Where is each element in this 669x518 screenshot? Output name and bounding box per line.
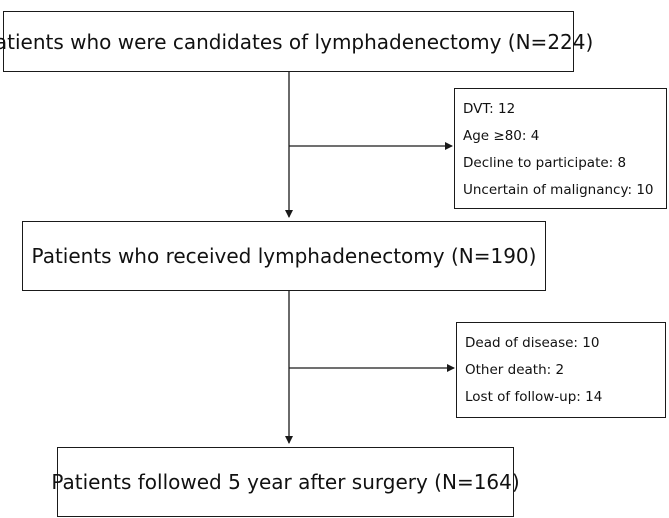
exclusion-declined: Decline to participate: 8 xyxy=(463,155,627,171)
step2-text: Patients who received lymphadenectomy (N… xyxy=(31,244,537,268)
step1-text: Patients who were candidates of lymphade… xyxy=(0,29,594,54)
exclusion-age: Age ≥80: 4 xyxy=(463,128,540,144)
step1-box: Patients who were candidates of lymphade… xyxy=(0,11,593,72)
exclusions-box: DVT: 12 Age ≥80: 4 Decline to participat… xyxy=(454,88,667,209)
loss-other-death: Other death: 2 xyxy=(465,362,565,378)
step2-box: Patients who received lymphadenectomy (N… xyxy=(22,221,546,291)
loss-dead-of-disease: Dead of disease: 10 xyxy=(465,335,600,351)
exclusion-dvt: DVT: 12 xyxy=(463,101,516,117)
exclusion-uncertain: Uncertain of malignancy: 10 xyxy=(463,182,654,198)
losses-box: Dead of disease: 10 Other death: 2 Lost … xyxy=(456,322,666,418)
step3-text: Patients followed 5 year after surgery (… xyxy=(51,470,520,494)
step3-box: Patients followed 5 year after surgery (… xyxy=(51,447,520,517)
loss-follow-up: Lost of follow-up: 14 xyxy=(465,389,603,405)
